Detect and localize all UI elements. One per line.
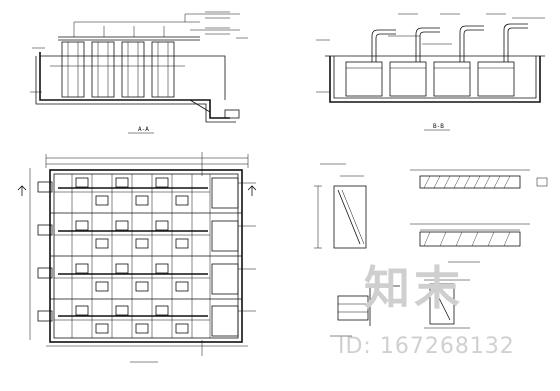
- detail-view-2: [410, 169, 548, 329]
- plan-view: [17, 152, 257, 363]
- watermark-id: ID: 167268132: [338, 334, 515, 359]
- section-bb-title: B-B: [433, 123, 444, 130]
- section-bb-view: B-B: [316, 13, 545, 131]
- section-aa-view: A-A: [30, 11, 248, 134]
- detail-view-1: [314, 163, 400, 337]
- section-aa-title: A-A: [138, 126, 149, 133]
- watermark-logo: 知末: [364, 261, 464, 315]
